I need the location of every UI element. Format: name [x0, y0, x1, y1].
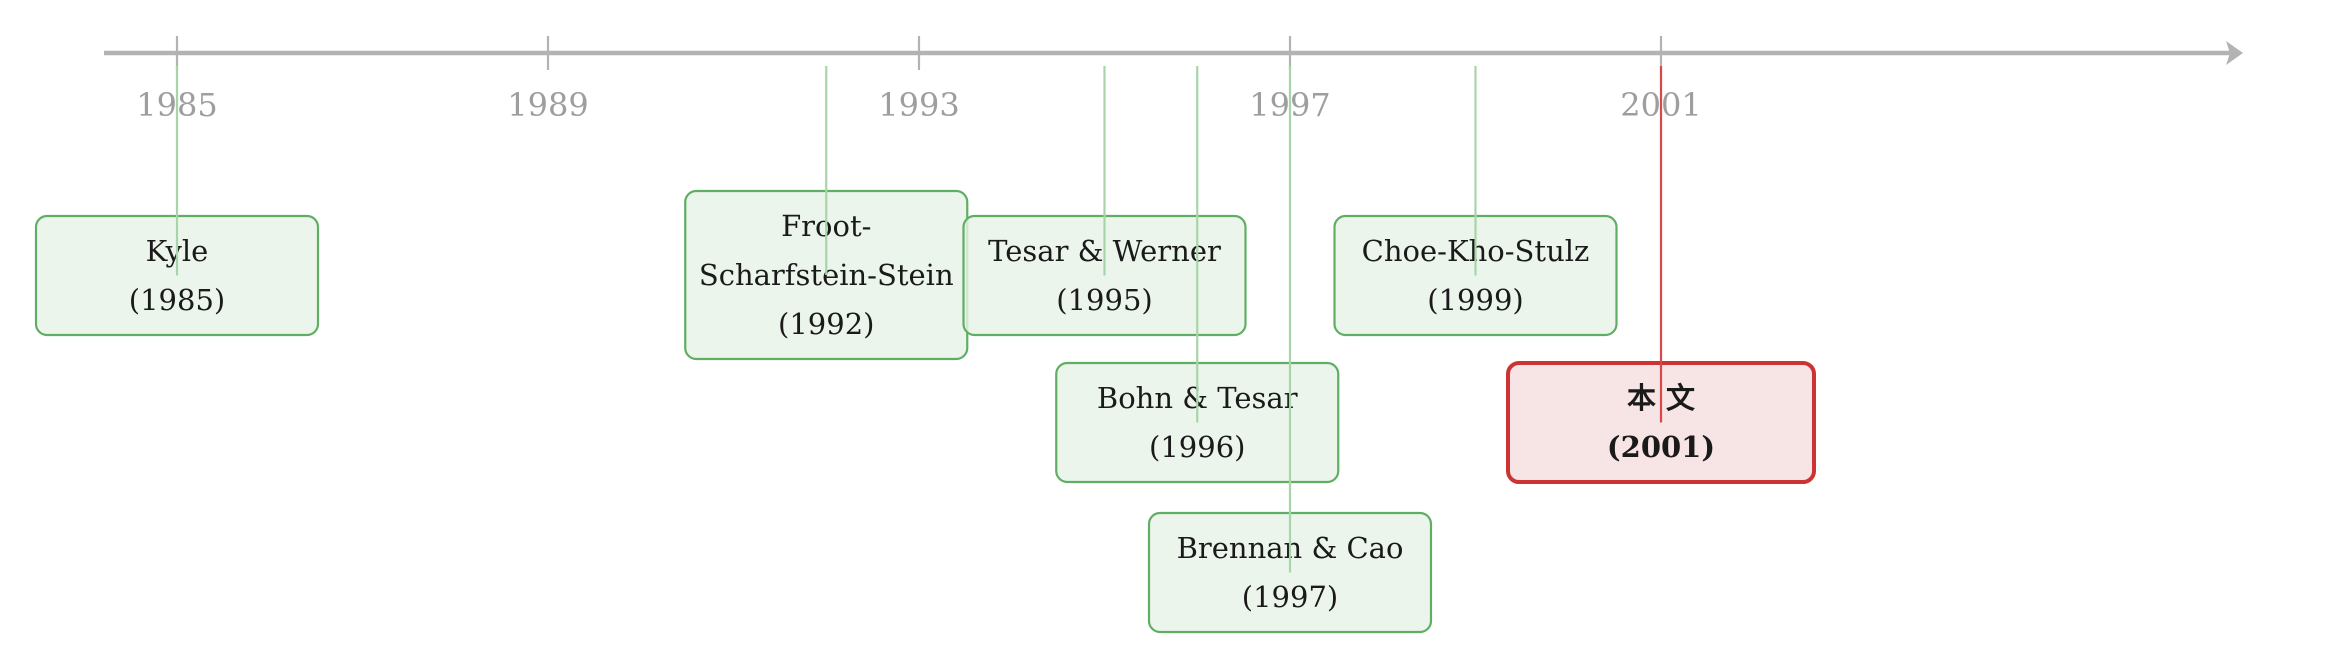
event-label-choe-kho-stulz-1: (1999) — [1427, 283, 1523, 317]
event-label-brennan-cao-1: (1997) — [1242, 580, 1338, 614]
event-label-kyle-1: (1985) — [129, 283, 225, 317]
event-label-this-paper-1: (2001) — [1607, 430, 1715, 464]
event-label-froot-2: (1992) — [778, 307, 874, 341]
event-label-tesar-werner-1: (1995) — [1056, 283, 1152, 317]
axis-arrow-icon — [2226, 41, 2243, 65]
tick-label-1993: 1993 — [878, 86, 959, 124]
tick-label-1989: 1989 — [507, 86, 588, 124]
event-connectors — [175, 66, 1663, 573]
event-boxes: Kyle(1985)Froot-Scharfstein-Stein(1992)T… — [34, 189, 1816, 634]
event-label-bohn-tesar-1: (1996) — [1149, 430, 1245, 464]
